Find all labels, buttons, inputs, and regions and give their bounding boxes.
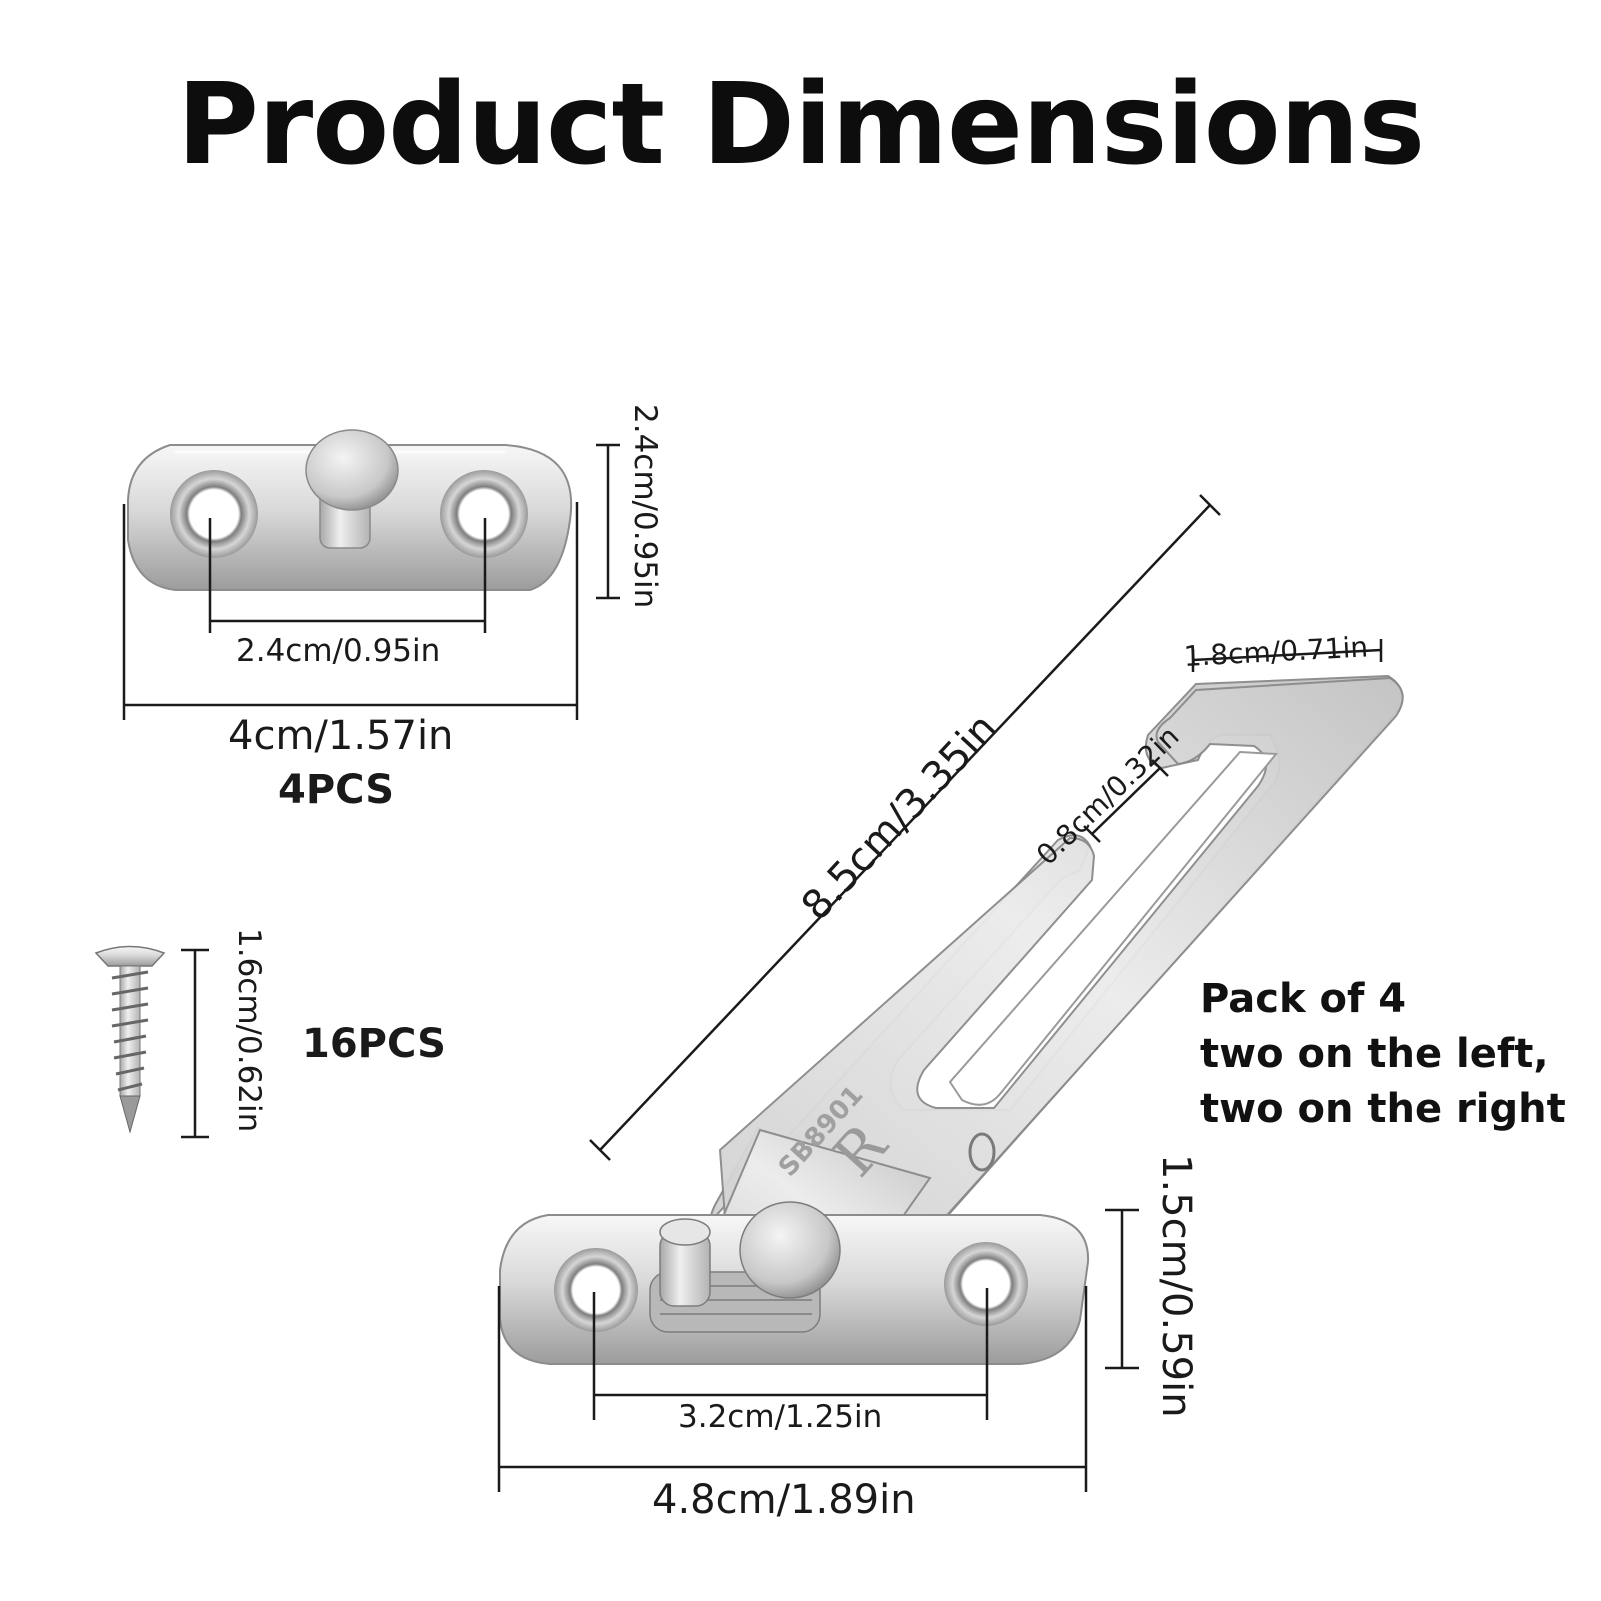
hinge-height-label: 2.4cm/0.95in bbox=[627, 404, 663, 609]
base-plate bbox=[499, 1201, 1090, 1365]
arm-slot bbox=[948, 750, 1279, 1106]
screw-hole bbox=[170, 470, 258, 558]
screw-hole bbox=[440, 470, 528, 558]
page-title: Product Dimensions bbox=[176, 60, 1425, 190]
base-height-label: 1.5cm/0.59in bbox=[1153, 1154, 1199, 1418]
screw bbox=[94, 945, 166, 1134]
base-length-label: 4.8cm/1.89in bbox=[652, 1477, 916, 1523]
arm-dimensions bbox=[589, 494, 1383, 1161]
pack-note-line-1: Pack of 4 bbox=[1200, 976, 1407, 1022]
base-hole-spacing-label: 3.2cm/1.25in bbox=[678, 1399, 883, 1435]
pack-note: Pack of 4 two on the left, two on the ri… bbox=[1200, 972, 1566, 1138]
pack-note-line-3: two on the right bbox=[1200, 1086, 1566, 1133]
hinge-length-label: 4cm/1.57in bbox=[228, 713, 454, 759]
hinge-hole-spacing-label: 2.4cm/0.95in bbox=[236, 633, 441, 669]
base-plate-dimensions bbox=[497, 1208, 1139, 1492]
pack-note-line-2: two on the left, bbox=[1200, 1031, 1549, 1078]
screw-length-label: 1.6cm/0.62in bbox=[231, 928, 267, 1133]
hinge-quantity-label: 4PCS bbox=[278, 767, 395, 813]
screw-quantity-label: 16PCS bbox=[302, 1021, 446, 1067]
screw-dimensions bbox=[181, 948, 209, 1139]
screw-hole bbox=[554, 1248, 638, 1332]
pivot-rivet bbox=[739, 1201, 841, 1299]
screw-hole bbox=[944, 1242, 1028, 1326]
pin-head bbox=[305, 429, 399, 511]
hinge-plate bbox=[127, 429, 573, 591]
hinge-plate-dimensions bbox=[122, 443, 620, 720]
